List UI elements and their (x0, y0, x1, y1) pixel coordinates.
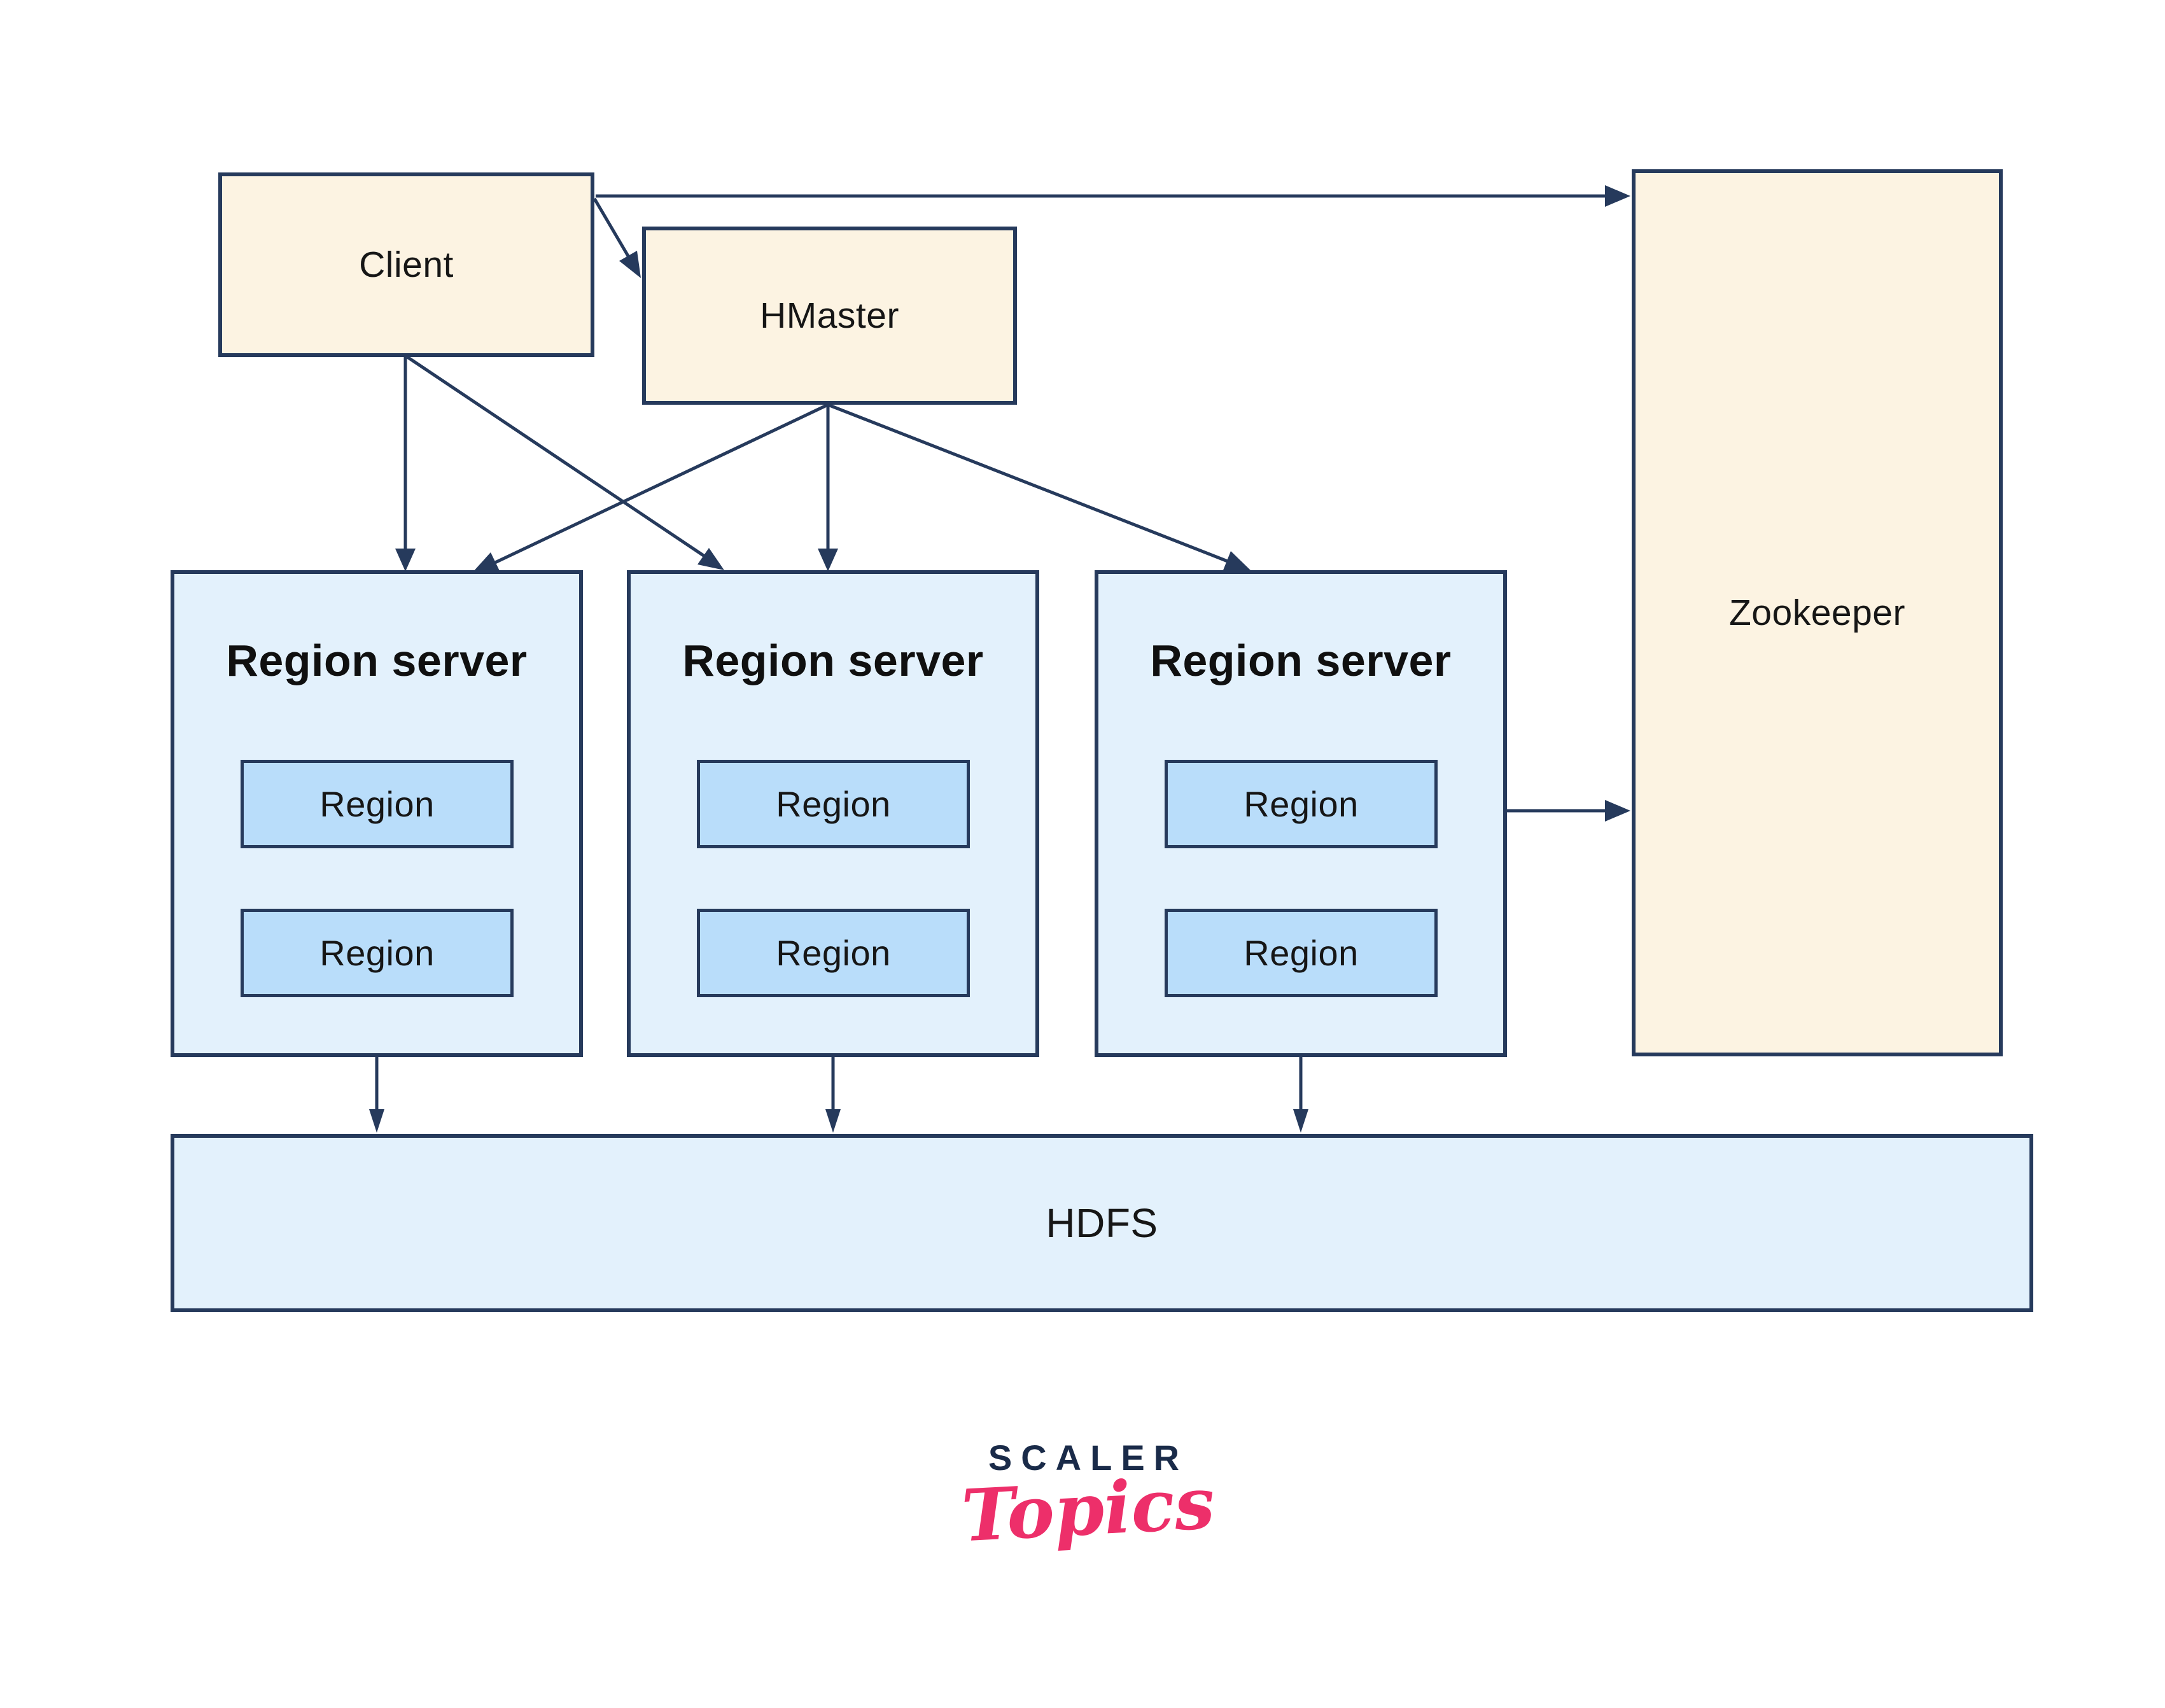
region-server-box-1: Region server Region Region (171, 570, 583, 1057)
region-box: Region (241, 909, 514, 997)
hmaster-label: HMaster (760, 295, 899, 336)
scaler-topics-logo: SCALER Topics (910, 1437, 1266, 1558)
arrow-hmaster-to-region-server-1 (472, 403, 829, 573)
client-label: Client (359, 244, 454, 285)
arrow-client-to-region-server-1 (395, 357, 416, 571)
arrow-client-to-region-server-2 (406, 355, 724, 570)
arrow-client-to-zookeeper (596, 185, 1630, 207)
region-label: Region (1244, 784, 1359, 824)
region-box: Region (1165, 760, 1438, 848)
hdfs-box: HDFS (171, 1134, 2033, 1312)
region-label: Region (776, 784, 891, 824)
region-label: Region (319, 933, 435, 973)
region-box: Region (1165, 909, 1438, 997)
arrow-region-server-3-to-zookeeper (1507, 800, 1630, 822)
region-server-box-3: Region server Region Region (1095, 570, 1507, 1057)
region-label: Region (776, 933, 891, 973)
region-box: Region (697, 760, 970, 848)
arrow-region-server-3-to-hdfs (1293, 1057, 1308, 1133)
region-box: Region (241, 760, 514, 848)
region-server-box-2: Region server Region Region (627, 570, 1039, 1057)
scaler-wordmark: SCALER (988, 1438, 1189, 1478)
arrow-region-server-2-to-hdfs (825, 1057, 841, 1133)
client-box: Client (218, 172, 594, 357)
arrow-client-to-hmaster (592, 197, 641, 278)
arrow-region-server-1-to-hdfs (369, 1057, 384, 1133)
region-server-title: Region server (226, 636, 528, 685)
arrow-hmaster-to-region-server-3 (827, 403, 1251, 570)
hdfs-label: HDFS (1046, 1200, 1158, 1246)
region-server-title: Region server (1150, 636, 1452, 685)
region-label: Region (319, 784, 435, 824)
zookeeper-box: Zookeeper (1632, 169, 2003, 1056)
topics-wordmark: Topics (960, 1461, 1217, 1558)
zookeeper-label: Zookeeper (1728, 592, 1905, 633)
region-label: Region (1244, 933, 1359, 973)
region-box: Region (697, 909, 970, 997)
region-server-title: Region server (682, 636, 984, 685)
arrow-hmaster-to-region-server-2 (818, 405, 838, 571)
hmaster-box: HMaster (642, 227, 1017, 405)
